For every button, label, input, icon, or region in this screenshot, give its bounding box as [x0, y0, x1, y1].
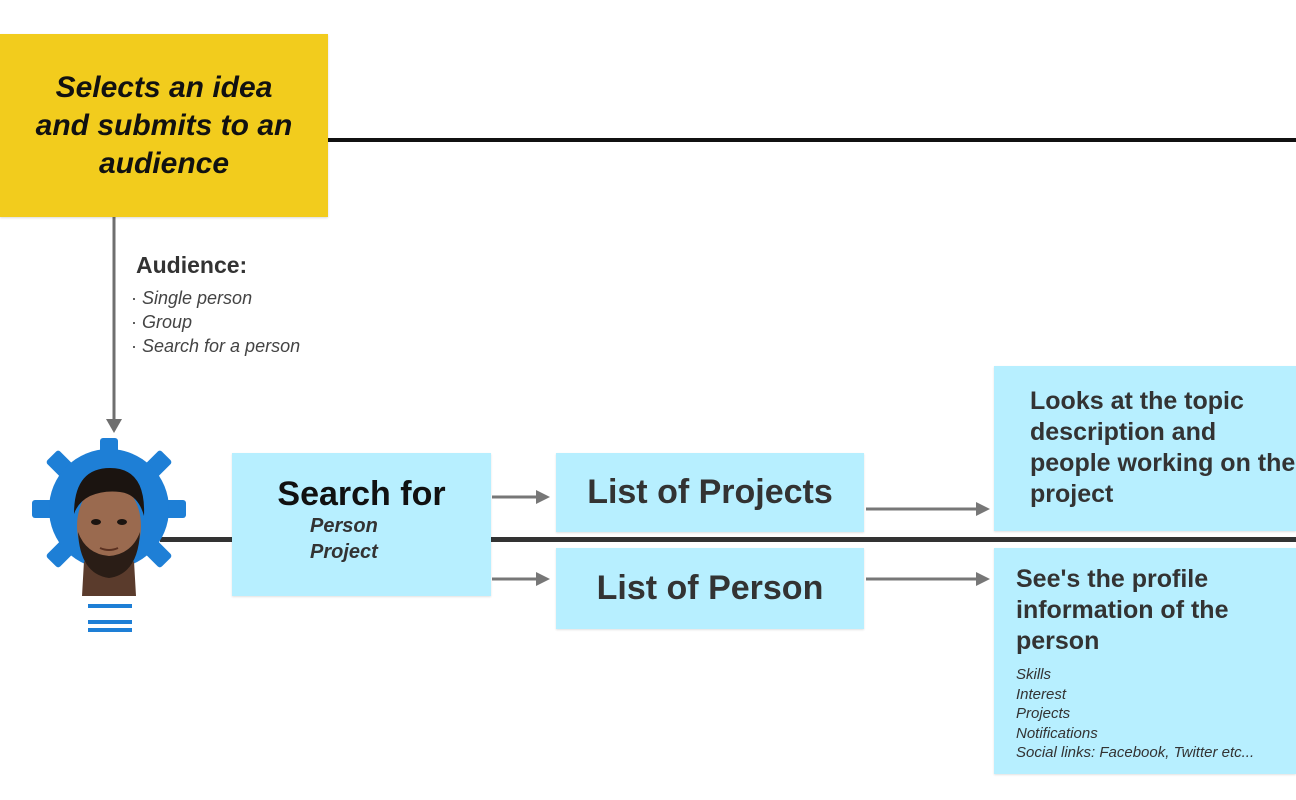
- profile-detail-item: Interest: [1016, 685, 1067, 703]
- profile-detail-item: Projects: [1016, 705, 1071, 722]
- profile-detail-item: Skills: [1016, 666, 1052, 683]
- search-options: Person Project: [310, 513, 378, 565]
- idea-box: Selects an idea and submits to an audien…: [0, 34, 328, 217]
- audience-item: Single person: [131, 286, 300, 310]
- search-option-project: Project: [310, 541, 378, 563]
- topic-description-text: Looks at the topic description and peopl…: [1030, 387, 1296, 508]
- arrow-to-persons: [492, 572, 550, 586]
- top-horizontal-line: [328, 138, 1296, 142]
- profile-detail-item: Social links: Facebook, Twitter etc...: [1016, 744, 1255, 761]
- audience-item: Search for a person: [131, 334, 300, 358]
- idea-text: Selects an idea and submits to an audien…: [35, 70, 293, 180]
- topic-description-box: Looks at the topic description and peopl…: [994, 366, 1296, 531]
- list-of-projects-box: List of Projects: [556, 453, 864, 532]
- arrow-to-profile: [866, 572, 990, 586]
- middle-horizontal-line: [160, 537, 1296, 542]
- person-in-gear-icon: [32, 438, 186, 632]
- audience-title: Audience:: [136, 252, 248, 278]
- search-box: Search for Person Project: [232, 453, 491, 596]
- list-of-person-box: List of Person: [556, 548, 864, 629]
- list-of-projects-label: List of Projects: [587, 473, 833, 511]
- profile-details-list: Skills Interest Projects Notifications S…: [1016, 665, 1296, 763]
- audience-item: Group: [131, 310, 300, 334]
- profile-detail-item: Notifications: [1016, 724, 1098, 742]
- profile-information-box: See's the profile information of the per…: [994, 548, 1296, 774]
- list-of-person-label: List of Person: [596, 569, 824, 607]
- profile-information-text: See's the profile information of the per…: [1016, 565, 1229, 655]
- audience-list: Single person Group Search for a person: [131, 286, 300, 358]
- down-arrow: [106, 217, 122, 433]
- arrow-to-topic: [866, 502, 990, 516]
- search-option-person: Person: [310, 515, 378, 537]
- arrow-to-projects: [492, 490, 550, 504]
- search-title: Search for: [277, 475, 446, 513]
